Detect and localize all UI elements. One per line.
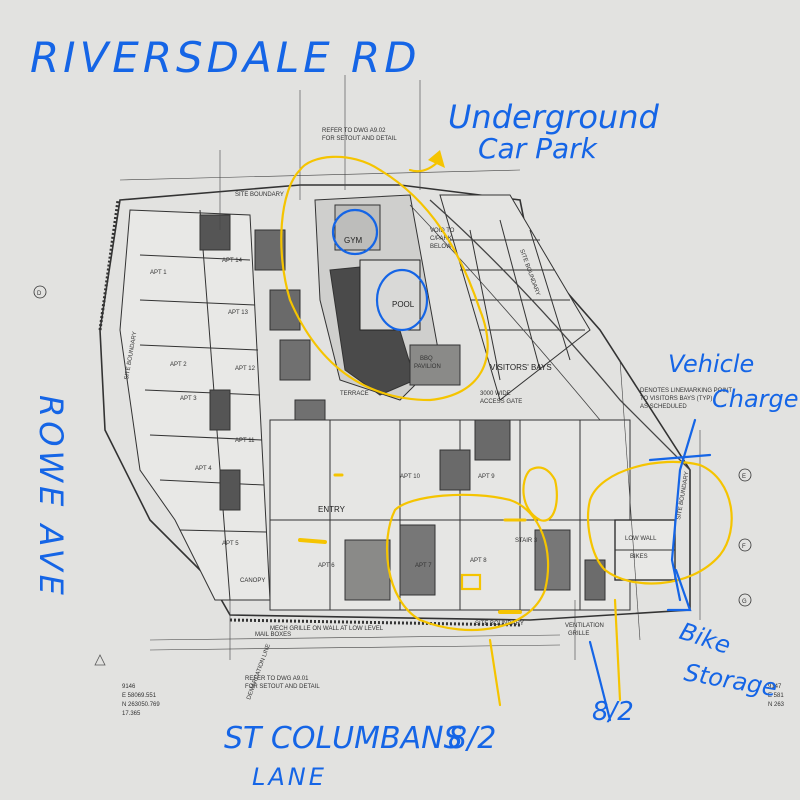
apartment-labels: APT 14 APT 1 APT 13 APT 2 APT 12 APT 3 A… — [150, 258, 495, 569]
canopy-label: CANOPY — [240, 578, 265, 584]
underground-label-2: Car Park — [478, 132, 599, 165]
bikes-label: BIKES — [630, 554, 648, 560]
ratio-label-left: 8/2 — [448, 721, 496, 756]
apt-8-mark — [460, 573, 482, 591]
apt-label: APT 14 — [222, 258, 243, 264]
pavilion-label-1: BBQ — [420, 356, 433, 362]
grid-letter-g: G — [742, 599, 747, 605]
void-label-2: C/PARK — [430, 236, 452, 242]
coord-line: 9147 — [768, 684, 782, 690]
mail-boxes-label: MAIL BOXES — [255, 632, 291, 638]
gym-circle — [331, 208, 379, 256]
gym-label: GYM — [344, 236, 363, 245]
apt-label: APT 2 — [170, 362, 187, 368]
apt-label: APT 6 — [318, 563, 335, 569]
entry-label: ENTRY — [318, 505, 346, 514]
lane-label-2: LANE — [252, 763, 327, 791]
vehicle-charge-pointer — [670, 418, 697, 602]
coord-line: N 263050.769 — [122, 702, 160, 708]
apt-label: APT 4 — [195, 466, 212, 472]
vehicle-charge-tick — [648, 453, 712, 462]
coord-line: E 58069.551 — [122, 693, 157, 699]
coord-line: N 263 — [768, 702, 785, 708]
pool-label: POOL — [392, 300, 415, 309]
coord-line: 9146 — [122, 684, 136, 690]
apt-label: APT 9 — [478, 474, 495, 480]
bike-store-highlight — [587, 460, 733, 585]
vehicle-charge-label-1: Vehicle — [668, 350, 754, 378]
apt-label: APT 1 — [150, 270, 167, 276]
grid-bubbles — [33, 285, 752, 607]
ratio-pointer — [588, 640, 612, 722]
section-marker — [94, 654, 106, 666]
refer-bottom-label-2: FOR SETOUT AND DETAIL — [245, 684, 320, 690]
arrow-head — [428, 150, 445, 168]
stair-highlight — [522, 466, 558, 522]
grid-letter-f: F — [742, 544, 746, 550]
apt-label: APT 8 — [470, 558, 487, 564]
denotes-label-2: TO VISITORS BAYS (TYP) — [640, 396, 712, 402]
mech-grille-label: MECH GRILLE ON WALL AT LOW LEVEL — [270, 626, 384, 632]
pavilion-label-2: PAVILION — [414, 364, 441, 370]
survey-coordinates-left: 9146 E 58069.551 N 263050.769 17.365 — [122, 684, 160, 717]
pool-gym-highlight — [280, 155, 489, 402]
ventilation-label-1: VENTILATION — [565, 623, 604, 629]
grid-letter-d: D — [37, 291, 42, 297]
coord-line: E 581 — [768, 693, 784, 699]
apt-label: APT 7 — [415, 563, 432, 569]
street-label-riversdale: RIVERSDALE RD — [30, 33, 421, 82]
refer-top-label-1: REFER TO DWG A9.02 — [322, 128, 386, 134]
apt-label: APT 10 — [400, 474, 421, 480]
bike-storage-pointer — [666, 568, 692, 612]
lane-label-1: ST COLUMBANS — [224, 721, 463, 756]
site-boundary-bottom-label: SITE BOUNDARY — [475, 621, 524, 627]
apt-label: APT 11 — [235, 438, 255, 444]
refer-bottom-label-1: REFER TO DWG A9.01 — [245, 676, 309, 682]
underground-label-1: Underground — [448, 98, 659, 136]
ventilation-label-2: GRILLE — [568, 631, 589, 637]
grid-letter-e: E — [742, 474, 746, 480]
denotes-label-3: AS SCHEDULED — [640, 404, 687, 410]
stair-label: STAIR 3 — [515, 538, 538, 544]
coord-line: 17.365 — [122, 711, 141, 717]
ratio-label-bottom: 8/2 — [592, 697, 634, 727]
apt-label: APT 5 — [222, 541, 239, 547]
visitors-bays-label: VISITORS' BAYS — [490, 363, 552, 372]
low-wall-label: LOW WALL — [625, 536, 657, 542]
refer-top-label-2: FOR SETOUT AND DETAIL — [322, 136, 397, 142]
apt-7-8-highlight — [385, 493, 550, 632]
void-label-3: BELOW — [430, 244, 452, 250]
entry-mark — [298, 538, 327, 544]
pool-circle — [375, 268, 429, 332]
access-gate-label-1: 3000 WIDE — [480, 391, 511, 397]
blue-annotation-strokes — [331, 208, 712, 722]
street-label-rowe: ROWE AVE — [32, 395, 70, 599]
denotes-label-1: DENOTES LINEMARKING POINT — [640, 388, 732, 394]
terrace-label: TERRACE — [340, 391, 369, 397]
site-boundary-label: SITE BOUNDARY — [235, 192, 284, 198]
apt-label: APT 12 — [235, 366, 256, 372]
apt-label: APT 3 — [180, 396, 197, 402]
access-gate-label-2: ACCESS GATE — [480, 399, 522, 405]
apt-label: APT 13 — [228, 310, 249, 316]
yellow-highlights — [280, 150, 733, 707]
survey-coordinates-right: 9147 E 581 N 263 — [768, 684, 785, 708]
vehicle-charge-label-2: Charge — [712, 385, 799, 413]
